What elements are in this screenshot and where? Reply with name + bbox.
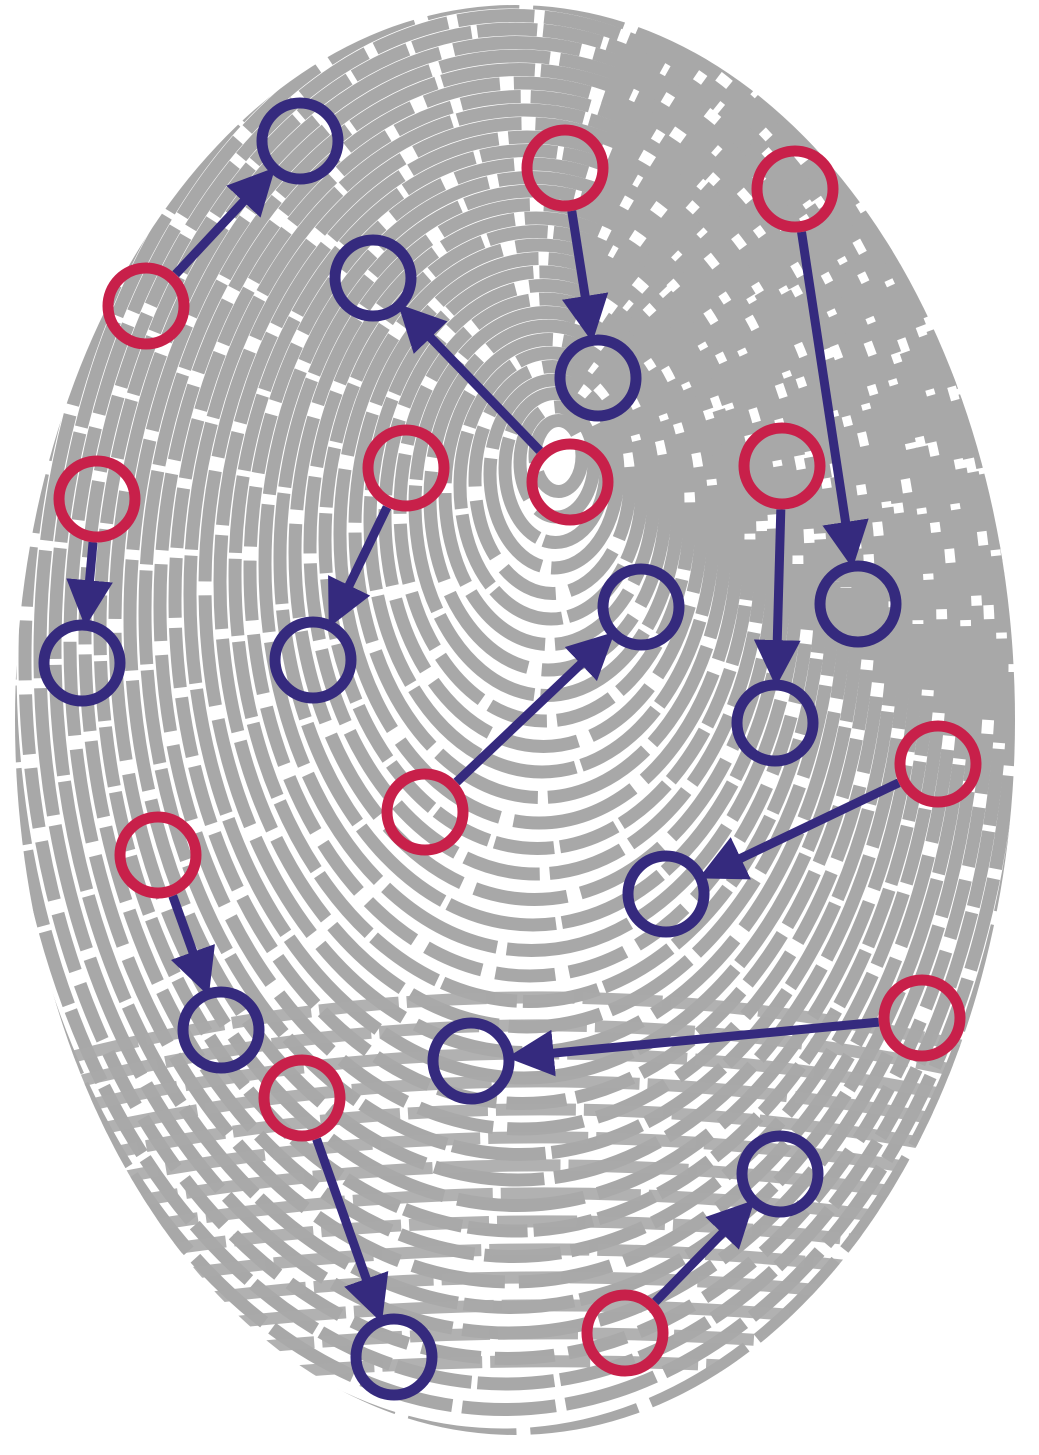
connector-arrow: [398, 303, 544, 454]
fingerprint-ridge: [58, 1187, 982, 1248]
target-marker-blue: [256, 97, 344, 185]
source-marker-red: [894, 720, 982, 808]
connector-arrow: [562, 210, 609, 343]
connector-arrow: [753, 509, 801, 687]
source-marker-red: [521, 124, 609, 212]
source-marker-red: [526, 438, 614, 526]
source-marker-red: [738, 422, 826, 510]
connector-arrow: [797, 231, 869, 569]
fingerprint-ridge: [108, 36, 925, 1212]
fingerprint-ridge: [288, 198, 781, 906]
fingerprint-ridge: [58, 1103, 982, 1170]
target-marker-blue: [554, 334, 642, 422]
fingerprint-ridge: [363, 265, 721, 779]
connector-arrow: [172, 167, 276, 278]
connector-arrow: [453, 631, 615, 786]
connector-arrow: [66, 541, 113, 628]
target-marker-blue: [177, 986, 265, 1074]
fingerprint-ridge: [483, 373, 625, 575]
fingerprint-ridge: [303, 211, 769, 881]
fingerprint-ridge: [153, 76, 889, 1136]
target-marker-blue: [427, 1017, 515, 1105]
connector-arrow: [652, 1199, 755, 1305]
fingerprint-ridge: [58, 1075, 982, 1144]
target-marker-blue: [622, 850, 710, 938]
fingerprint-ridge: [333, 238, 745, 830]
source-marker-red: [114, 811, 202, 899]
fingerprint-ridge: [318, 225, 757, 855]
target-marker-blue: [329, 234, 417, 322]
source-marker-red: [362, 424, 450, 512]
markers-layer: [38, 97, 982, 1401]
target-marker-blue: [736, 1130, 824, 1218]
source-marker-red: [878, 974, 966, 1062]
target-marker-blue: [38, 619, 126, 707]
source-marker-red: [751, 145, 839, 233]
source-marker-red: [53, 455, 141, 543]
fingerprint-ridge: [58, 1131, 982, 1196]
target-marker-blue: [597, 563, 685, 651]
connector-arrow: [506, 1017, 880, 1077]
connectors-layer: [66, 167, 901, 1323]
connector-arrow: [168, 894, 215, 996]
source-marker-red: [258, 1054, 346, 1142]
fingerprint-ridge: [63, 5, 961, 1289]
source-marker-red: [102, 262, 190, 350]
connector-arrow: [328, 505, 392, 628]
target-marker-blue: [269, 616, 357, 704]
source-marker-red: [581, 1289, 669, 1377]
fingerprint-ridge: [348, 252, 733, 804]
target-marker-blue: [731, 679, 819, 767]
fingerprint-ridge: [123, 49, 913, 1187]
connector-arrow: [698, 778, 901, 880]
fingerprint-ridge: [528, 414, 589, 498]
connector-arrow: [312, 1137, 389, 1323]
target-marker-blue: [350, 1313, 438, 1401]
fingerprint-ridge: [468, 360, 637, 600]
target-marker-blue: [814, 560, 902, 648]
fingerprint-ridge: [438, 333, 661, 651]
fingerprint-ridge: [198, 117, 853, 1059]
fingerprint-ridge: [58, 1215, 981, 1274]
fingerprint-ridge: [78, 9, 949, 1263]
fingerprint-ridge: [15, 5, 1009, 1391]
fingerprint-ridge: [58, 1159, 982, 1222]
fingerprint-ridge: [453, 346, 649, 626]
source-marker-red: [381, 768, 469, 856]
